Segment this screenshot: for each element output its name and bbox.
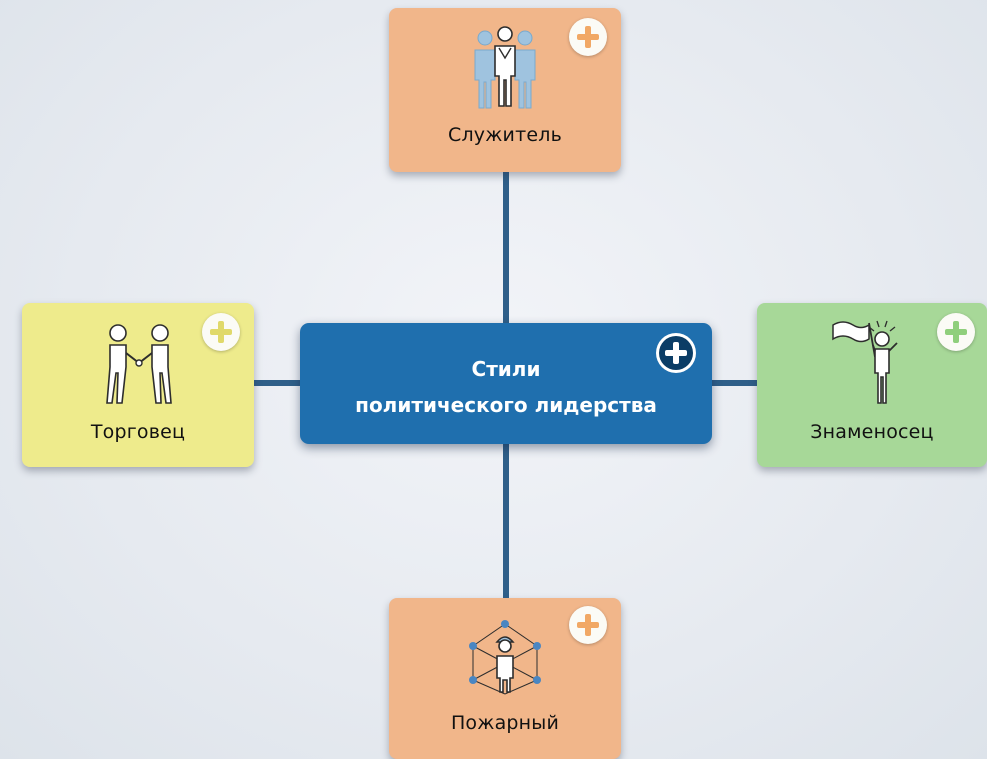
node-servant[interactable]: Служитель — [389, 8, 621, 172]
connector-left — [254, 380, 302, 386]
add-child-button-flag-bearer[interactable] — [937, 313, 975, 351]
add-child-button-central[interactable] — [656, 333, 696, 373]
node-merchant[interactable]: Торговец — [22, 303, 254, 467]
handshake-icon — [102, 321, 176, 411]
connector-bottom — [503, 443, 509, 599]
central-topic-line2: политического лидерства — [355, 393, 657, 417]
node-firefighter[interactable]: Пожарный — [389, 598, 621, 759]
connector-right — [711, 380, 759, 386]
firefighter-network-icon — [463, 616, 547, 704]
servant-figures-icon — [469, 24, 541, 114]
node-flag-bearer[interactable]: Знаменосец — [757, 303, 987, 467]
node-flag-bearer-label: Знаменосец — [810, 421, 934, 443]
add-child-button-firefighter[interactable] — [569, 606, 607, 644]
plus-icon — [210, 321, 232, 343]
central-topic-line1: Стили — [471, 357, 541, 381]
node-firefighter-label: Пожарный — [450, 712, 560, 734]
connector-top — [503, 172, 509, 324]
flag-bearer-icon — [829, 317, 909, 411]
add-child-button-servant[interactable] — [569, 18, 607, 56]
plus-icon — [945, 321, 967, 343]
node-merchant-label: Торговец — [90, 421, 186, 443]
plus-icon — [659, 336, 693, 370]
central-topic-node[interactable]: Стили политического лидерства — [300, 323, 712, 444]
add-child-button-merchant[interactable] — [202, 313, 240, 351]
node-servant-label: Служитель — [447, 124, 563, 146]
plus-icon — [577, 26, 599, 48]
plus-icon — [577, 614, 599, 636]
